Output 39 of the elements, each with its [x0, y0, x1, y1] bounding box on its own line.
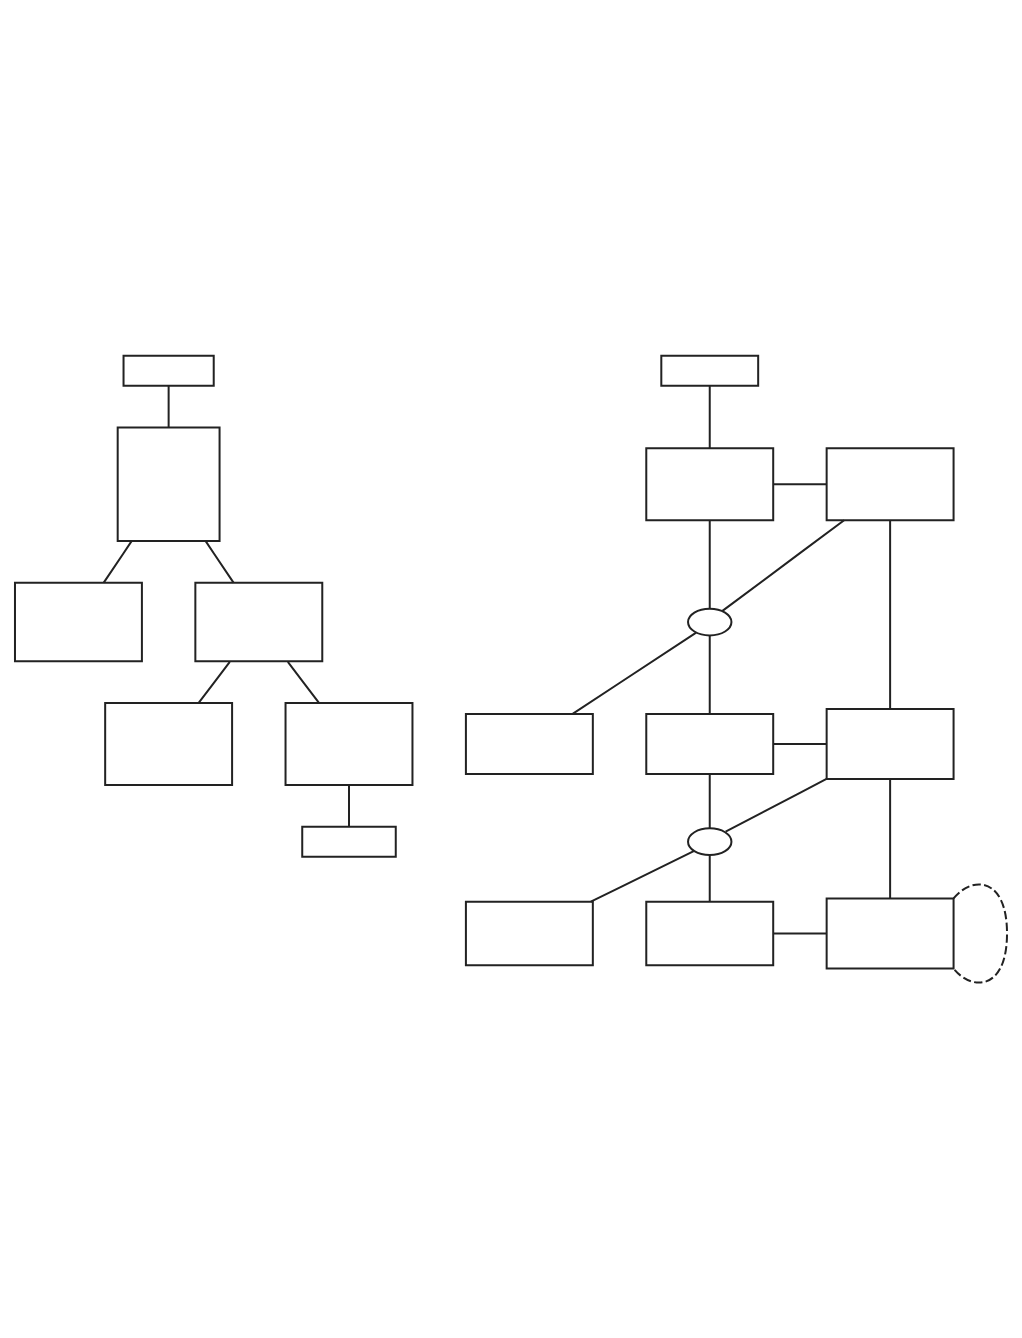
node-box: [116, 426, 221, 542]
node-box: [464, 900, 594, 966]
connector: [708, 854, 711, 902]
node-ellipse: [687, 826, 733, 856]
connector: [197, 660, 231, 704]
node-box: [660, 354, 760, 387]
connector: [571, 631, 698, 715]
connector: [708, 384, 711, 449]
connector: [167, 384, 170, 428]
node-box: [122, 354, 215, 387]
connector: [102, 539, 133, 584]
connector: [348, 783, 350, 827]
connector: [589, 849, 695, 903]
connector: [724, 777, 828, 833]
node-box: [825, 896, 955, 970]
connector: [772, 742, 828, 745]
node-ellipse: [687, 607, 733, 636]
node-box: [104, 701, 234, 786]
connector: [772, 482, 828, 485]
connector: [204, 539, 235, 584]
node-box: [825, 707, 955, 780]
node-box: [825, 446, 955, 521]
node-box: [194, 581, 324, 662]
connector: [889, 519, 892, 709]
connector: [721, 518, 846, 612]
node-box: [645, 900, 775, 966]
node-box: [645, 446, 775, 521]
node-box: [14, 581, 143, 662]
connector: [708, 634, 711, 715]
connector: [772, 932, 828, 935]
connector: [952, 883, 1008, 983]
connector: [708, 519, 711, 610]
connector: [708, 772, 711, 829]
node-box: [645, 712, 775, 775]
node-box: [284, 701, 414, 786]
node-box: [464, 712, 594, 775]
connector: [286, 660, 320, 704]
node-box: [301, 825, 397, 858]
connector: [889, 777, 892, 899]
